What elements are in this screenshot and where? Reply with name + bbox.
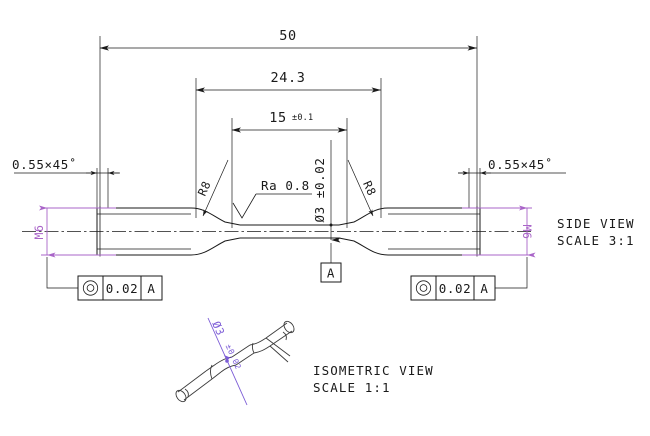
dimension-gauge-length-tolerance: ±0.1 [292, 113, 313, 123]
gdt-left-tolerance: 0.02 [106, 281, 139, 296]
dimension-overall-length [99, 36, 478, 208]
gdt-right-tolerance: 0.02 [439, 281, 472, 296]
fillet-radius-label-left: R8 [195, 179, 214, 198]
fillet-radius-label-right: R8 [360, 179, 379, 198]
gdt-right-datum: A [480, 281, 488, 296]
isometric-specimen [175, 317, 295, 406]
isometric-diameter-tolerance: ±0.02 [224, 343, 243, 371]
surface-finish-label: Ra 0.8 [261, 178, 310, 193]
chamfer-callout-left [14, 168, 120, 208]
thread-label-right: M6 [520, 224, 534, 239]
isometric-view-title: ISOMETRIC VIEW [313, 363, 434, 378]
isometric-view-scale: SCALE 1:1 [313, 380, 391, 395]
chamfer-callout-right [458, 168, 566, 208]
thread-label-left: M6 [32, 224, 46, 239]
isometric-diameter-callout: Ø3 [209, 319, 227, 337]
dimension-reduced-length [195, 78, 382, 218]
fillet-leader-right [347, 159, 374, 217]
dimension-overall-length-label: 50 [279, 28, 296, 44]
gdt-left-datum: A [147, 281, 155, 296]
gdt-frame-left [46, 257, 163, 301]
gauge-diameter-label: Ø3 ±0.02 [312, 157, 327, 222]
chamfer-callout-right-label: 0.55×45˚ [488, 157, 553, 172]
side-view-title: SIDE VIEW [557, 216, 635, 231]
surface-finish-symbol [232, 193, 312, 219]
gdt-frame-right [410, 257, 528, 301]
dimension-reduced-length-label: 24.3 [271, 70, 306, 86]
datum-label: A [327, 266, 335, 281]
chamfer-callout-left-label: 0.55×45˚ [12, 157, 77, 172]
dimension-gauge-length [231, 118, 348, 228]
datum-feature-a [320, 243, 342, 283]
side-view-scale: SCALE 3:1 [557, 233, 635, 248]
fillet-leader-left [202, 159, 229, 217]
gauge-diameter-dimension [329, 140, 341, 243]
dimension-gauge-length-label: 15 [269, 110, 286, 126]
thread-dimension-left [39, 205, 116, 258]
thread-dimension-right [462, 205, 536, 258]
